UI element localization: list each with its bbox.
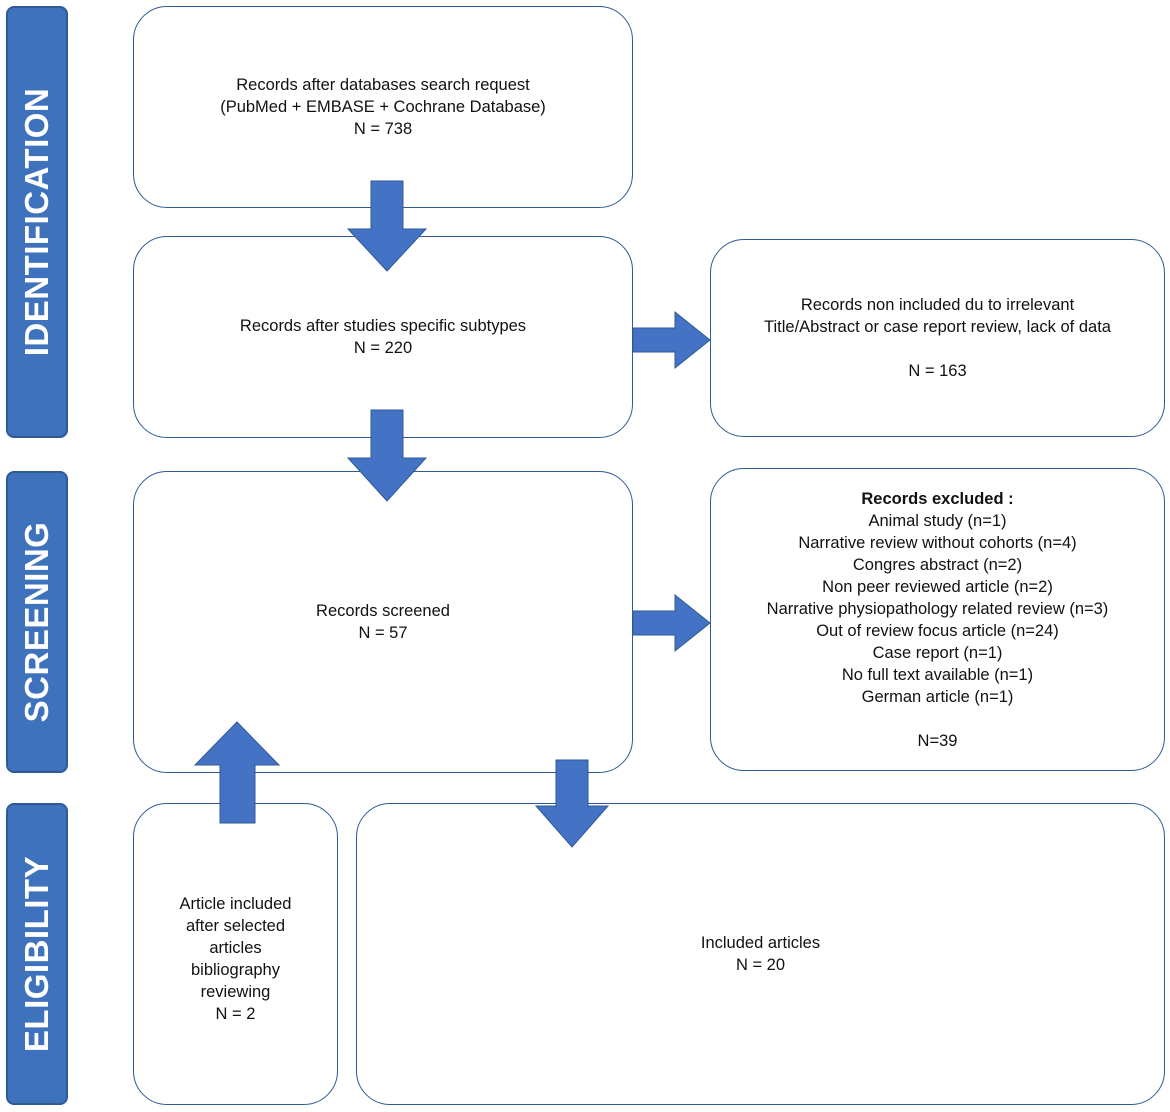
records-non-included-count: N = 163 xyxy=(908,362,967,380)
arrow-down-screened-to-included xyxy=(534,759,610,848)
bibliography-count: N = 2 xyxy=(215,1005,256,1023)
records-screened-count: N = 57 xyxy=(358,624,408,642)
bibliography-line: articles xyxy=(209,939,262,957)
excluded-item: Animal study (n=1) xyxy=(868,511,1007,530)
excluded-item: Narrative physiopathology related review… xyxy=(766,599,1109,618)
excluded-item: Non peer reviewed article (n=2) xyxy=(822,577,1053,596)
bibliography-line: after selected xyxy=(185,917,286,935)
arrow-right-subtypes-to-non-included xyxy=(632,310,711,370)
bibliography-line: Article included xyxy=(179,895,292,913)
box-included-articles: Included articles N = 20 xyxy=(356,803,1165,1105)
records-excluded-title: Records excluded : xyxy=(861,489,1014,508)
stage-bar-eligibility: ELIGIBILITY xyxy=(6,803,68,1105)
excluded-item: Congres abstract (n=2) xyxy=(852,555,1023,574)
excluded-item: German article (n=1) xyxy=(861,687,1014,706)
records-subtypes-count: N = 220 xyxy=(353,339,413,357)
excluded-item: Out of review focus article (n=24) xyxy=(816,621,1059,640)
bibliography-line: reviewing xyxy=(200,983,271,1001)
arrow-up-bibliography-to-screened xyxy=(193,721,281,824)
records-search-line1: Records after databases search request xyxy=(236,76,530,94)
bibliography-line: bibliography xyxy=(191,961,280,979)
arrow-down-subtypes-to-screened xyxy=(346,409,428,502)
records-screened-line1: Records screened xyxy=(316,602,450,620)
stage-bar-identification: IDENTIFICATION xyxy=(6,6,68,438)
excluded-item: Case report (n=1) xyxy=(872,643,1003,662)
arrow-right-screened-to-excluded xyxy=(632,593,711,653)
records-non-included-line2: Title/Abstract or case report review, la… xyxy=(764,318,1111,336)
excluded-item: No full text available (n=1) xyxy=(841,665,1034,684)
arrow-down-search-to-subtypes xyxy=(346,180,428,272)
included-articles-line1: Included articles xyxy=(700,934,821,952)
records-search-line2: (PubMed + EMBASE + Cochrane Database) xyxy=(220,98,546,116)
excluded-item: Narrative review without cohorts (n=4) xyxy=(798,533,1077,552)
records-subtypes-line1: Records after studies specific subtypes xyxy=(239,317,527,335)
box-records-non-included: Records non included du to irrelevant Ti… xyxy=(710,239,1165,437)
box-article-bibliography: Article included after selected articles… xyxy=(133,803,338,1105)
box-records-screened: Records screened N = 57 xyxy=(133,471,633,773)
box-records-excluded: Records excluded : Animal study (n=1) Na… xyxy=(710,468,1165,771)
stage-bar-screening: SCREENING xyxy=(6,471,68,773)
included-articles-count: N = 20 xyxy=(735,956,786,974)
records-non-included-line1: Records non included du to irrelevant xyxy=(800,296,1075,314)
records-excluded-count: N=39 xyxy=(917,731,958,750)
box-records-search: Records after databases search request (… xyxy=(133,6,633,208)
records-search-count: N = 738 xyxy=(353,120,413,138)
